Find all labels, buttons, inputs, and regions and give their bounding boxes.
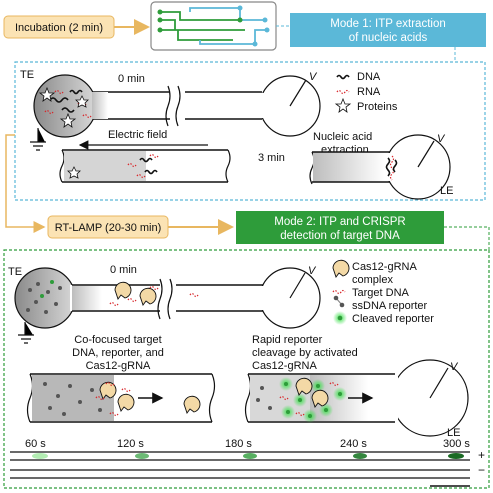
mode1-channel-end xyxy=(309,134,451,200)
mode1-title-line2: of nucleic acids xyxy=(349,32,428,44)
ground-icon-2 xyxy=(18,322,34,344)
mode2-title-line2: detection of target DNA xyxy=(280,230,400,242)
cofocus-line3: Cas12-gRNA xyxy=(86,360,151,372)
legend-rna: RNA xyxy=(357,86,381,98)
mode2-title-line1: Mode 2: ITP and CRISPR xyxy=(274,216,405,228)
extraction-line1: Nucleic acid xyxy=(313,131,372,143)
mode1-te-label: TE xyxy=(20,69,34,81)
mode1-time-start: 0 min xyxy=(118,73,145,85)
rtlamp-label: RT-LAMP (20-30 min) xyxy=(55,222,162,234)
mode2-v-label: V xyxy=(308,265,317,277)
mode1-le-label: LE xyxy=(440,185,453,197)
cleave-line2: cleavage by activated xyxy=(252,347,358,359)
tick-180s: 180 s xyxy=(225,438,252,450)
timeline-ticks: 60 s 120 s 180 s 240 s 300 s xyxy=(25,438,470,450)
legend-dna: DNA xyxy=(357,71,381,83)
legend-target-dna: Target DNA xyxy=(352,287,410,299)
legend-cleaved-reporter: Cleaved reporter xyxy=(352,313,434,325)
legend-ssdna-reporter: ssDNA reporter xyxy=(352,300,428,312)
dna-rna-protein-mix xyxy=(38,86,92,128)
cofocus-line1: Co-focused target xyxy=(74,334,161,346)
mode1-v-label: V xyxy=(309,71,318,83)
mode2-le-label: LE xyxy=(447,427,460,439)
mode2-channel-cofocus xyxy=(26,373,216,423)
mode1-time-end: 3 min xyxy=(258,152,285,164)
protein-star-icon xyxy=(334,97,352,113)
rna-icon xyxy=(336,89,350,95)
incubation-label: Incubation (2 min) xyxy=(15,22,103,34)
timeline-channels xyxy=(10,451,470,487)
tick-60s: 60 s xyxy=(25,438,46,450)
legend-proteins: Proteins xyxy=(357,101,398,113)
cas12-in-channel xyxy=(109,281,199,307)
mode2-te-label: TE xyxy=(8,266,22,278)
tick-120s: 120 s xyxy=(117,438,144,450)
target-dna-icon xyxy=(332,289,346,295)
tick-240s: 240 s xyxy=(340,438,367,450)
mode1-frame xyxy=(14,61,486,201)
minus-electrode: − xyxy=(478,463,485,477)
mode1-title-line1: Mode 1: ITP extraction xyxy=(330,18,445,30)
ground-icon xyxy=(30,128,46,151)
cas12-complex-icon xyxy=(332,259,350,278)
mode1-v-label-2: V xyxy=(437,133,446,145)
mode1-banner xyxy=(290,13,486,47)
dna-icon xyxy=(336,74,350,80)
plus-electrode: + xyxy=(478,448,485,462)
te-reporters-dots xyxy=(26,280,62,314)
mode2-channel xyxy=(14,267,321,329)
microfluidic-chip-icon xyxy=(150,1,277,51)
tick-300s: 300 s xyxy=(443,438,470,450)
legend-complex: complex xyxy=(352,274,393,286)
mode2-time-start: 0 min xyxy=(110,264,137,276)
mode2-frame xyxy=(3,249,490,489)
cofocus-line2: DNA, reporter, and xyxy=(72,347,164,359)
cleave-line1: Rapid reporter xyxy=(252,334,323,346)
cleave-line3: Cas12-gRNA xyxy=(252,360,317,372)
mode1-channel-midrun xyxy=(59,149,231,183)
mode2-banner xyxy=(236,211,444,244)
mode2-v-label-2: V xyxy=(450,361,459,373)
ssdna-reporter-icon xyxy=(333,295,345,308)
mode1-channel xyxy=(33,74,321,138)
cleaved-reporter-icon xyxy=(333,311,347,325)
legend-cas12: Cas12-gRNA xyxy=(352,261,417,273)
mode2-channel-cleave xyxy=(244,359,469,437)
electric-field-label: Electric field xyxy=(108,129,167,141)
